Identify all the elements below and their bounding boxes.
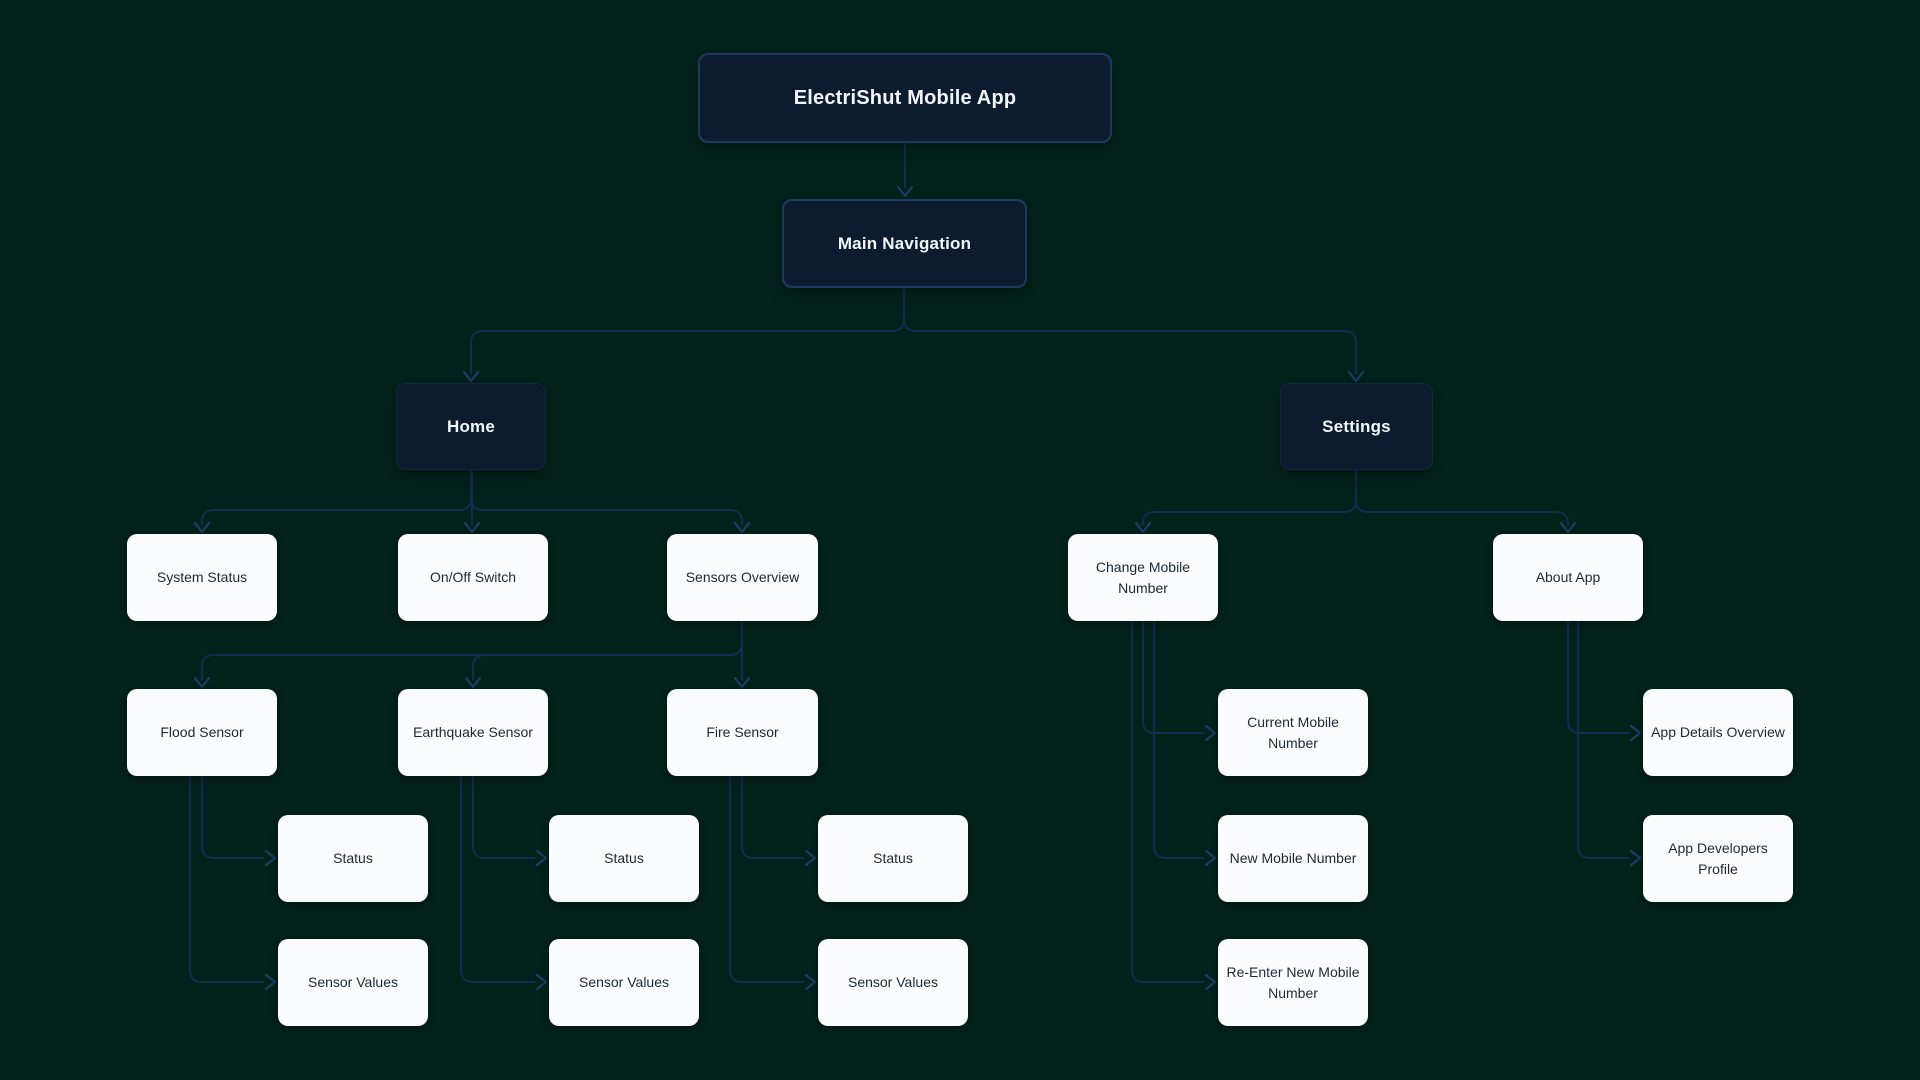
node-app-root[interactable]: ElectriShut Mobile App (698, 53, 1112, 143)
edge-earthquakesensor-status (472, 776, 548, 867)
edge-settings-changemobile (1134, 470, 1357, 534)
edge-mainnav-home (462, 288, 905, 383)
edge-aboutapp-appdevelopers (1577, 621, 1642, 867)
node-settings[interactable]: Settings (1280, 383, 1433, 470)
node-label: Status (604, 850, 644, 866)
node-label: Main Navigation (837, 233, 972, 253)
node-sensor-values-earthquake[interactable]: Sensor Values (549, 939, 699, 1026)
node-home[interactable]: Home (396, 383, 546, 470)
node-status-flood[interactable]: Status (278, 815, 428, 902)
node-label: Earthquake Sensor (413, 724, 533, 740)
node-app-details-overview[interactable]: App Details Overview (1643, 689, 1793, 776)
node-reenter-new-mobile-number[interactable]: Re-Enter New Mobile Number (1218, 939, 1368, 1026)
node-label: Settings (1322, 416, 1391, 436)
node-label: ElectriShut Mobile App (793, 86, 1017, 109)
edge-floodsensor-sensorvalues (189, 776, 277, 991)
node-app-developers-profile[interactable]: App Developers Profile (1643, 815, 1793, 902)
edge-changemobile-newmobile (1153, 621, 1217, 867)
edge-floodsensor-status (201, 776, 277, 867)
node-label: New Mobile Number (1229, 850, 1357, 866)
node-label: Sensors Overview (685, 569, 800, 585)
node-status-earthquake[interactable]: Status (549, 815, 699, 902)
edge-sensorsoverview-earthquakesensor (464, 621, 743, 689)
node-label: Status (873, 850, 913, 866)
node-new-mobile-number[interactable]: New Mobile Number (1218, 815, 1368, 902)
node-label: Current Mobile Number (1247, 713, 1339, 751)
node-label: Flood Sensor (160, 724, 244, 740)
node-fire-sensor[interactable]: Fire Sensor (667, 689, 818, 776)
node-change-mobile-number[interactable]: Change Mobile Number (1068, 534, 1218, 621)
node-label: Sensor Values (578, 974, 669, 990)
node-main-navigation[interactable]: Main Navigation (782, 199, 1027, 288)
node-label: Status (333, 850, 373, 866)
node-about-app[interactable]: About App (1493, 534, 1643, 621)
edge-home-systemstatus (193, 470, 472, 534)
edge-home-sensorsoverview (470, 470, 751, 534)
node-label: Sensor Values (847, 974, 938, 990)
edge-firesensor-sensorvalues (729, 776, 817, 991)
node-label: System Status (156, 569, 248, 585)
node-sensor-values-flood[interactable]: Sensor Values (278, 939, 428, 1026)
node-label: About App (1535, 569, 1601, 585)
node-label: Re-Enter New Mobile Number (1226, 963, 1360, 1001)
edge-firesensor-status (741, 776, 817, 867)
edge-settings-aboutapp (1355, 470, 1577, 534)
node-earthquake-sensor[interactable]: Earthquake Sensor (398, 689, 548, 776)
node-label: Change Mobile Number (1095, 558, 1191, 596)
edge-changemobile-reenternewmobile (1131, 621, 1217, 991)
node-label: Fire Sensor (706, 724, 779, 740)
node-label: On/Off Switch (429, 569, 517, 585)
node-flood-sensor[interactable]: Flood Sensor (127, 689, 277, 776)
node-system-status[interactable]: System Status (127, 534, 277, 621)
node-sensors-overview[interactable]: Sensors Overview (667, 534, 818, 621)
edge-sensorsoverview-firesensor (733, 621, 751, 689)
edge-earthquakesensor-sensorvalues (460, 776, 548, 991)
node-label: Home (446, 416, 496, 436)
node-label: Sensor Values (307, 974, 398, 990)
node-sensor-values-fire[interactable]: Sensor Values (818, 939, 968, 1026)
node-label: App Developers Profile (1668, 839, 1768, 877)
edge-mainnav-settings (903, 288, 1365, 383)
node-label: App Details Overview (1651, 724, 1785, 740)
edge-aboutapp-appdetails (1567, 621, 1642, 742)
node-current-mobile-number[interactable]: Current Mobile Number (1218, 689, 1368, 776)
node-onoff-switch[interactable]: On/Off Switch (398, 534, 548, 621)
edge-approot-mainnav (896, 143, 914, 198)
node-status-fire[interactable]: Status (818, 815, 968, 902)
